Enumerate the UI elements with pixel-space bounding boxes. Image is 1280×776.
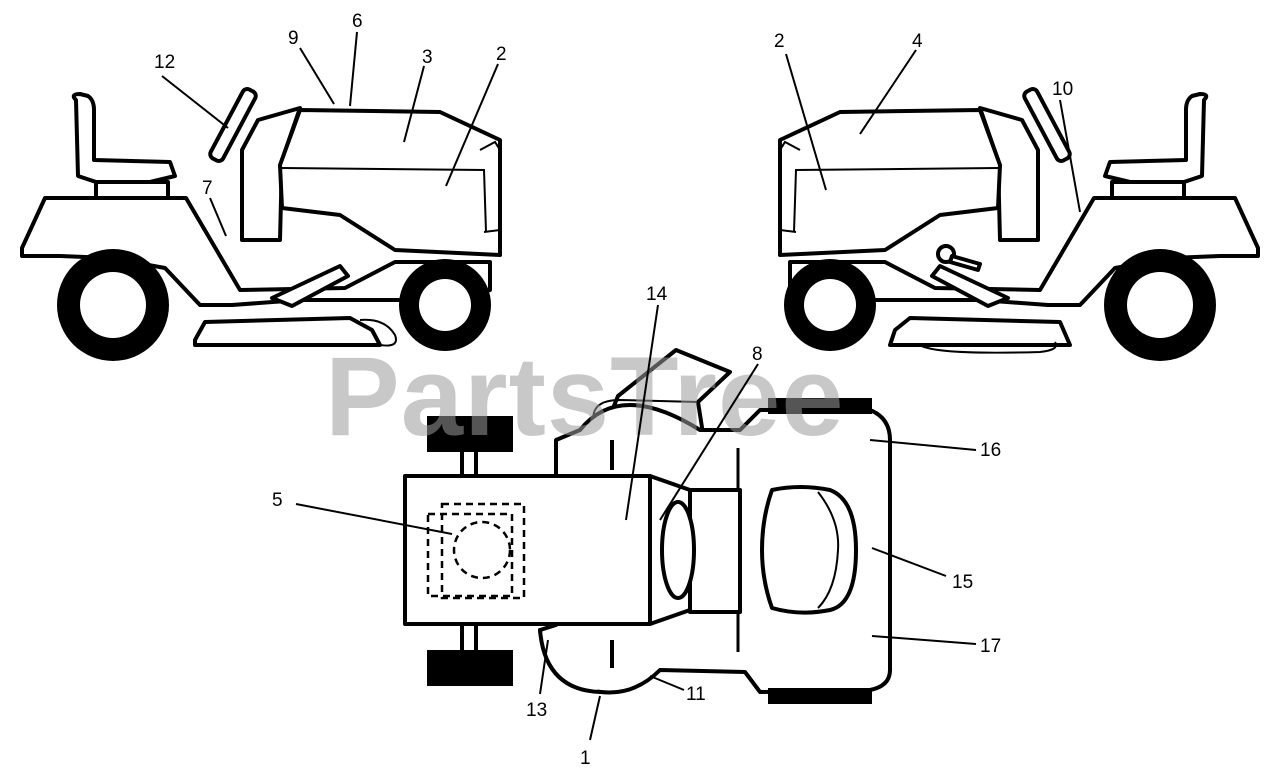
callouts: 12 9 6 3 2 7 2 4 10 14 8 5 16 bbox=[154, 11, 1081, 769]
callout-8: 8 bbox=[752, 344, 763, 365]
callout-15: 15 bbox=[952, 572, 973, 593]
front-left-tire bbox=[427, 416, 513, 452]
right-side-view-tractor bbox=[778, 87, 1260, 361]
top-view-tractor bbox=[403, 348, 892, 704]
callout-10: 10 bbox=[1052, 79, 1073, 100]
callout-13: 13 bbox=[526, 700, 547, 721]
callout-2-left: 2 bbox=[496, 44, 507, 65]
callout-2-right: 2 bbox=[774, 31, 785, 52]
left-side-view-tractor bbox=[20, 87, 502, 361]
callout-5: 5 bbox=[272, 490, 283, 511]
callout-3: 3 bbox=[422, 47, 433, 68]
watermark-text: PartsTree bbox=[325, 334, 845, 459]
callout-9: 9 bbox=[288, 28, 299, 49]
callout-16: 16 bbox=[980, 440, 1001, 461]
front-right-tire bbox=[427, 650, 513, 686]
callout-4: 4 bbox=[912, 31, 923, 52]
callout-1: 1 bbox=[580, 748, 591, 769]
callout-14: 14 bbox=[646, 284, 668, 305]
callout-7: 7 bbox=[202, 178, 213, 199]
callout-11: 11 bbox=[686, 684, 706, 705]
callout-17: 17 bbox=[980, 636, 1001, 657]
callout-6: 6 bbox=[352, 11, 363, 32]
callout-12: 12 bbox=[154, 52, 175, 73]
